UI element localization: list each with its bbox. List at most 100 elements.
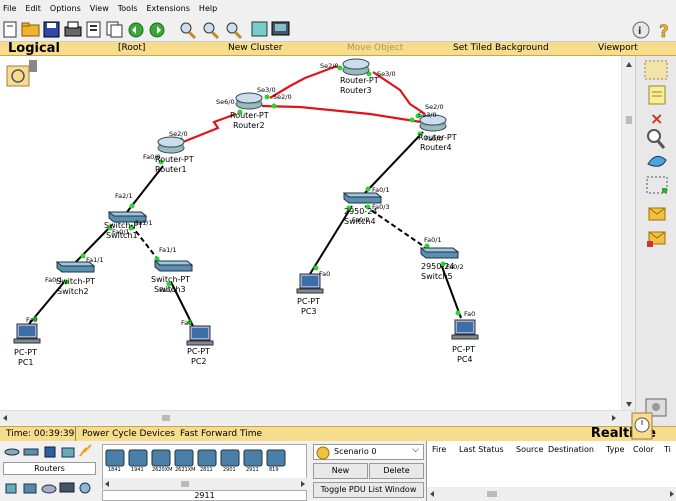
router-model-icon[interactable]: 2621XM [174, 449, 195, 473]
custom-device-icon[interactable] [271, 21, 290, 36]
switch3[interactable] [153, 260, 194, 272]
link-router3-router4 [372, 71, 426, 115]
power-cycle-button[interactable]: Power Cycle Devices [82, 429, 175, 439]
switch1[interactable] [107, 211, 148, 223]
multiuser-category-icon[interactable] [79, 482, 91, 494]
menu-tools[interactable]: Tools [117, 3, 138, 13]
link-switch1-switch2 [69, 224, 113, 269]
router4[interactable] [419, 114, 447, 132]
redo-icon[interactable] [149, 22, 165, 38]
switch2[interactable] [55, 261, 96, 273]
inspect-tool-icon[interactable] [647, 129, 666, 149]
router1[interactable] [157, 136, 185, 154]
port-label: Fa0 [26, 316, 37, 324]
router3[interactable] [342, 58, 370, 76]
note-tool-icon[interactable] [648, 85, 666, 105]
scroll-thumb [487, 491, 497, 497]
move-object-button[interactable]: Move Object [347, 43, 404, 53]
switch4-type-label: 2950-24 [344, 207, 377, 216]
delete-tool-icon[interactable]: × [650, 109, 663, 128]
menu-extensions[interactable]: Extensions [146, 3, 190, 13]
port-label: Fa1/1 [135, 219, 153, 227]
open-folder-icon[interactable] [21, 22, 40, 37]
menu-view[interactable]: View [89, 3, 109, 13]
pdu-column-header: Fire [432, 445, 447, 454]
switch1-type-label: Switch-PT [104, 221, 143, 230]
zoom-reset-icon[interactable] [203, 22, 220, 40]
router-model-icon[interactable]: 1841 [105, 449, 125, 473]
toggle-pdu-list-button[interactable]: Toggle PDU List Window [313, 482, 424, 498]
add-simple-pdu-icon[interactable] [648, 207, 666, 221]
vertical-scrollbar[interactable] [621, 56, 635, 410]
menu-bar: File Edit Options View Tools Extensions … [0, 0, 676, 16]
router-category-icon[interactable] [4, 448, 20, 456]
add-complex-pdu-icon[interactable] [647, 231, 666, 247]
bottom-panel: Routers 1841 1941 2620XM 2621XM 2811 290… [0, 441, 676, 501]
menu-options[interactable]: Options [49, 3, 81, 13]
pc3[interactable] [296, 273, 324, 294]
realtime-clock-icon[interactable] [629, 411, 655, 441]
activity-wizard-icon[interactable] [86, 21, 101, 38]
router-model-icon[interactable]: 1941 [128, 449, 148, 473]
pc1[interactable] [13, 323, 41, 344]
delete-scenario-button[interactable]: Delete [369, 463, 424, 479]
new-cluster-button[interactable]: New Cluster [228, 43, 283, 53]
port-label: Fa0/2 [352, 216, 370, 224]
link-router2-router1 [182, 112, 237, 144]
wireless-category-icon[interactable] [61, 447, 75, 458]
new-scenario-button[interactable]: New [313, 463, 368, 479]
palette-icon[interactable] [251, 21, 268, 37]
camera-icon[interactable] [645, 398, 667, 417]
custom-category-icon[interactable] [59, 482, 75, 493]
router-model-icon[interactable]: 2620XM [151, 449, 172, 473]
router2-type-label: Router-PT [230, 111, 269, 120]
router-model-icon[interactable]: 819 [266, 449, 286, 473]
pc2[interactable] [186, 325, 214, 346]
security-category-icon[interactable] [23, 483, 37, 494]
logical-tab[interactable]: Logical [8, 41, 60, 56]
select-tool-icon[interactable] [644, 60, 668, 80]
horizontal-scrollbar[interactable] [0, 410, 635, 424]
logical-workspace[interactable]: Router-PT Router3 Router-PT Router2 Rout… [0, 56, 621, 410]
cluster-icon[interactable] [6, 60, 37, 87]
pdu-hscrollbar[interactable] [427, 487, 676, 501]
draw-tool-icon[interactable] [647, 155, 667, 167]
router-model-icon[interactable]: 2901 [220, 449, 240, 473]
zoom-in-icon[interactable] [180, 22, 197, 40]
status-divider [75, 427, 76, 442]
fast-forward-button[interactable]: Fast Forward Time [180, 429, 263, 439]
hub-category-icon[interactable] [44, 446, 56, 458]
connections-category-icon[interactable] [79, 444, 92, 457]
new-file-icon[interactable] [3, 21, 17, 38]
pc4[interactable] [451, 319, 479, 340]
wan-emulation-category-icon[interactable] [41, 484, 57, 494]
help-icon[interactable]: ? [659, 22, 669, 42]
switch3-name-label: Switch3 [154, 285, 186, 294]
copy-icon[interactable] [106, 21, 123, 38]
viewport-button[interactable]: Viewport [598, 43, 638, 53]
resize-tool-icon[interactable] [646, 176, 668, 194]
link-router2-router4 [261, 104, 422, 124]
router-model-icon[interactable]: 2911 [243, 449, 263, 473]
switch3-type-label: Switch-PT [151, 275, 190, 284]
menu-edit[interactable]: Edit [25, 3, 41, 13]
scenario-select[interactable]: Scenario 0 ⌵ [313, 444, 424, 460]
port-label: Se2/0 [273, 93, 292, 101]
enddevice-category-icon[interactable] [5, 483, 17, 494]
root-button[interactable]: [Root] [118, 43, 146, 53]
print-icon[interactable] [64, 21, 82, 37]
switch4[interactable] [342, 192, 383, 204]
menu-file[interactable]: File [3, 3, 17, 13]
save-icon[interactable] [43, 21, 60, 38]
menu-help[interactable]: Help [198, 3, 218, 13]
switch-category-icon[interactable] [23, 448, 39, 456]
router2[interactable] [235, 92, 263, 110]
svg-text:2911: 2911 [246, 467, 259, 473]
zoom-out-icon[interactable] [226, 22, 243, 40]
info-icon[interactable]: i [632, 21, 650, 39]
set-tiled-background-button[interactable]: Set Tiled Background [453, 43, 549, 53]
scroll-down-icon [626, 402, 632, 407]
undo-icon[interactable] [128, 22, 144, 38]
switch5[interactable] [419, 247, 460, 259]
router-model-icon[interactable]: 2811 [197, 449, 217, 473]
